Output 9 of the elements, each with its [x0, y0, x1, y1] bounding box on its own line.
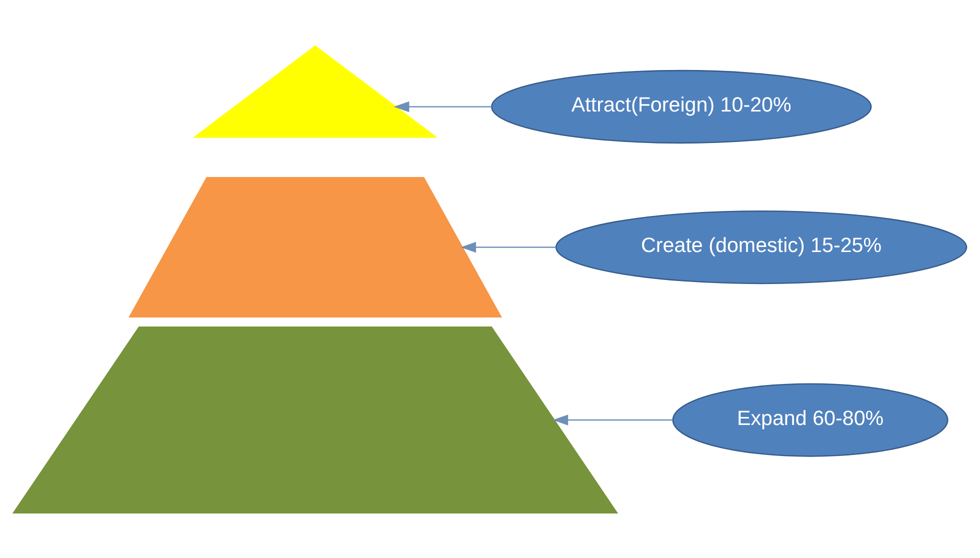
node-triangle: [192, 44, 438, 138]
node-trapezoid: [128, 176, 502, 318]
arrow: [460, 241, 556, 252]
arrow: [552, 414, 672, 425]
arrow: [394, 100, 492, 112]
node-trapezoid: [12, 326, 618, 513]
node-ellipse: Attract(Foreign) 10-20%: [491, 69, 872, 144]
node-ellipse: Expand 60-80%: [672, 382, 948, 456]
node-ellipse: Create (domestic) 15-25%: [555, 210, 968, 284]
